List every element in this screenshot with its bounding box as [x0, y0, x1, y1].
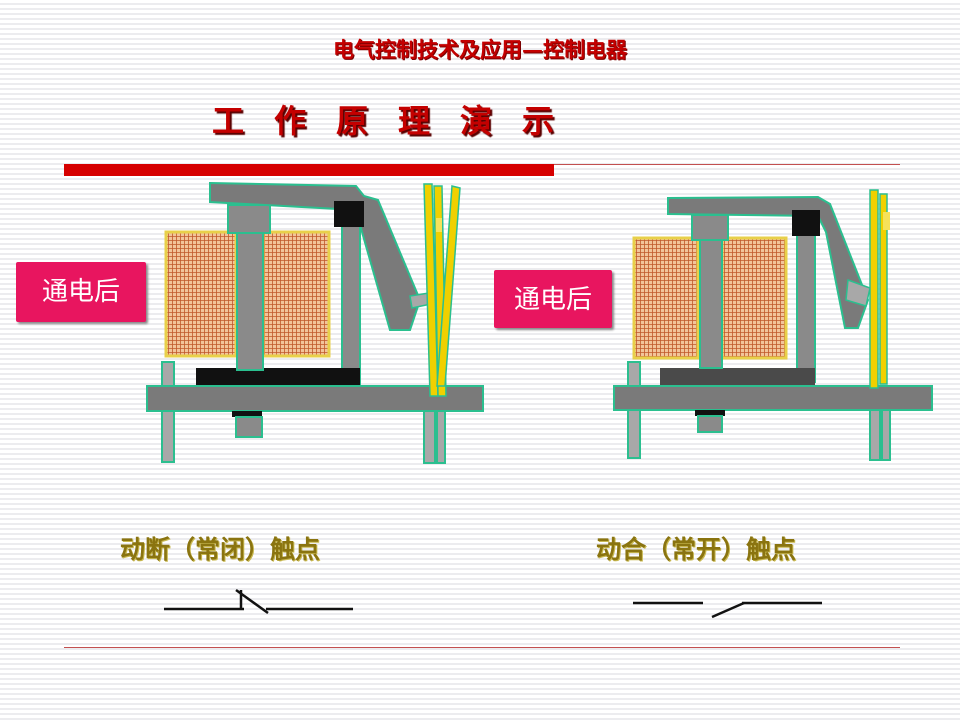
no-contact-caption: 动合（常开）触点 — [596, 535, 797, 564]
nc-contact-symbol — [164, 588, 353, 615]
no-contact-symbol — [633, 601, 822, 619]
nc-contact-caption: 动断（常闭）触点 — [120, 535, 321, 564]
energized-badge-right: 通电后 — [494, 270, 612, 328]
course-title: 电气控制技术及应用—控制电器 — [333, 37, 627, 62]
title-accent-bar — [64, 164, 554, 176]
slide-title: 工作原理演示 — [212, 102, 585, 140]
relay-right — [613, 189, 933, 461]
relay-left — [146, 181, 484, 464]
energized-badge-left: 通电后 — [16, 262, 146, 322]
bottom-divider — [64, 647, 900, 648]
